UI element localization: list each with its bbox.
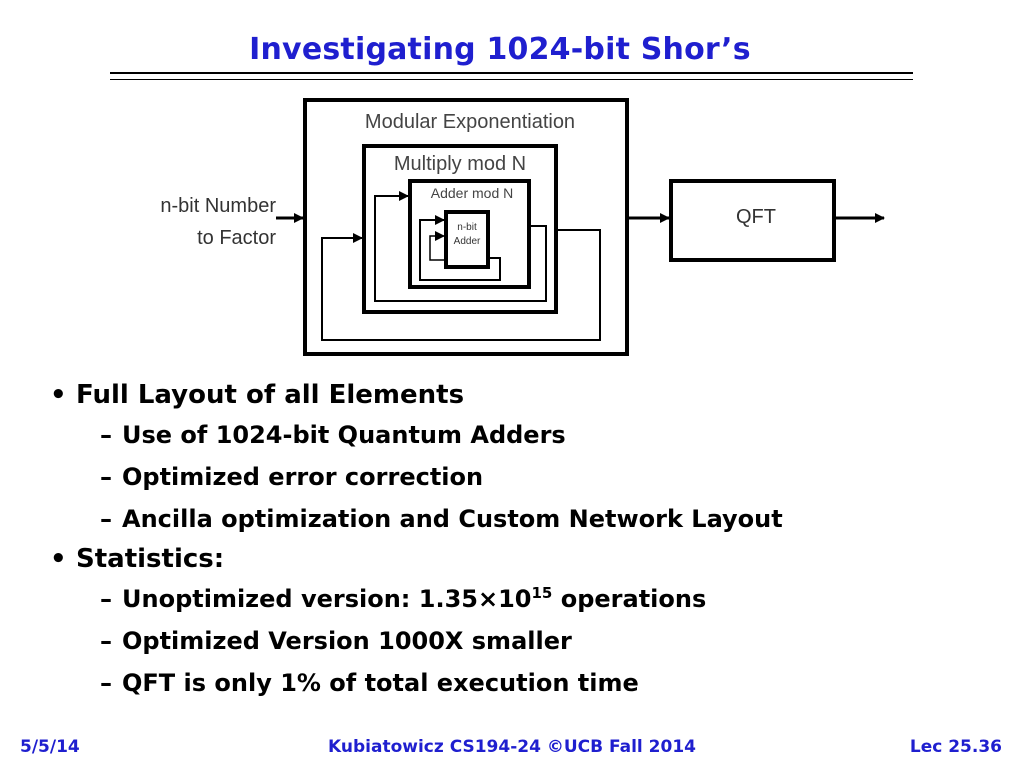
sub-bullet-item: – Unoptimized version: 1.35×1015 operati…: [50, 578, 990, 620]
qft-label: QFT: [736, 206, 776, 228]
unopt-prefix: Unoptimized version: 1.35: [122, 585, 478, 613]
dash-mark: –: [100, 627, 112, 655]
unopt-suffix: operations: [552, 585, 707, 613]
unopt-base: 10: [498, 585, 532, 613]
footer-course: Kubiatowicz CS194-24 ©UCB Fall 2014: [328, 737, 696, 757]
dash-mark: –: [100, 585, 112, 613]
sub-bullet-item: – Ancilla optimization and Custom Networ…: [50, 498, 990, 540]
nbit-adder-box: [444, 210, 490, 269]
title-rule: [110, 72, 913, 80]
nbit-adder-label-line1: n-bit: [457, 222, 477, 233]
dash-mark: –: [100, 421, 112, 449]
input-label-line2: to Factor: [197, 227, 276, 249]
inner-adder-loop: [429, 231, 446, 261]
slide-title: Investigating 1024-bit Shor’s: [249, 32, 751, 67]
bullet-text: Statistics:: [76, 544, 225, 574]
footer-lecture-number: Lec 25.36: [909, 737, 1002, 757]
footer-date: 5/5/14: [20, 737, 80, 757]
bullet-item: • Full Layout of all Elements: [50, 376, 990, 414]
multiply-feedback-loop: [374, 191, 547, 302]
qft-box: [669, 179, 836, 262]
sub-bullet-text: QFT is only 1% of total execution time: [122, 669, 639, 697]
sub-bullet-text: Unoptimized version: 1.35×1015 operation…: [122, 578, 706, 620]
bullet-mark: •: [50, 380, 67, 410]
times-sign: ×: [477, 585, 499, 613]
shor-diagram: n-bit Number to Factor Modular Exponenti…: [160, 98, 885, 356]
sub-bullet-item: – QFT is only 1% of total execution time: [50, 662, 990, 704]
nbit-adder-label-line2: Adder: [454, 236, 481, 247]
modexp-feedback-loop: [321, 229, 601, 341]
modexp-label: Modular Exponentiation: [365, 111, 575, 133]
adder-mod-n-label: Adder mod N: [431, 185, 513, 201]
input-label-line1: n-bit Number: [160, 195, 276, 217]
modexp-box: [303, 98, 629, 356]
sub-bullet-item: – Optimized Version 1000X smaller: [50, 620, 990, 662]
sub-bullet-item: – Optimized error correction: [50, 456, 990, 498]
bullet-list: • Full Layout of all Elements – Use of 1…: [50, 376, 990, 704]
multiply-label: Multiply mod N: [394, 153, 526, 175]
adder-mod-n-box: [408, 179, 531, 289]
unopt-exponent: 15: [531, 584, 553, 602]
bullet-mark: •: [50, 544, 67, 574]
bullet-text: Full Layout of all Elements: [76, 380, 465, 410]
sub-bullet-text: Use of 1024-bit Quantum Adders: [122, 421, 566, 449]
slide-footer: 5/5/14 Kubiatowicz CS194-24 ©UCB Fall 20…: [0, 737, 1024, 763]
dash-mark: –: [100, 505, 112, 533]
adder-feedback-loop: [419, 215, 501, 281]
sub-bullet-text: Optimized error correction: [122, 463, 484, 491]
bullet-item: • Statistics:: [50, 540, 990, 578]
dash-mark: –: [100, 669, 112, 697]
dash-mark: –: [100, 463, 112, 491]
sub-bullet-text: Optimized Version 1000X smaller: [122, 627, 572, 655]
sub-bullet-text: Ancilla optimization and Custom Network …: [122, 505, 783, 533]
sub-bullet-item: – Use of 1024-bit Quantum Adders: [50, 414, 990, 456]
